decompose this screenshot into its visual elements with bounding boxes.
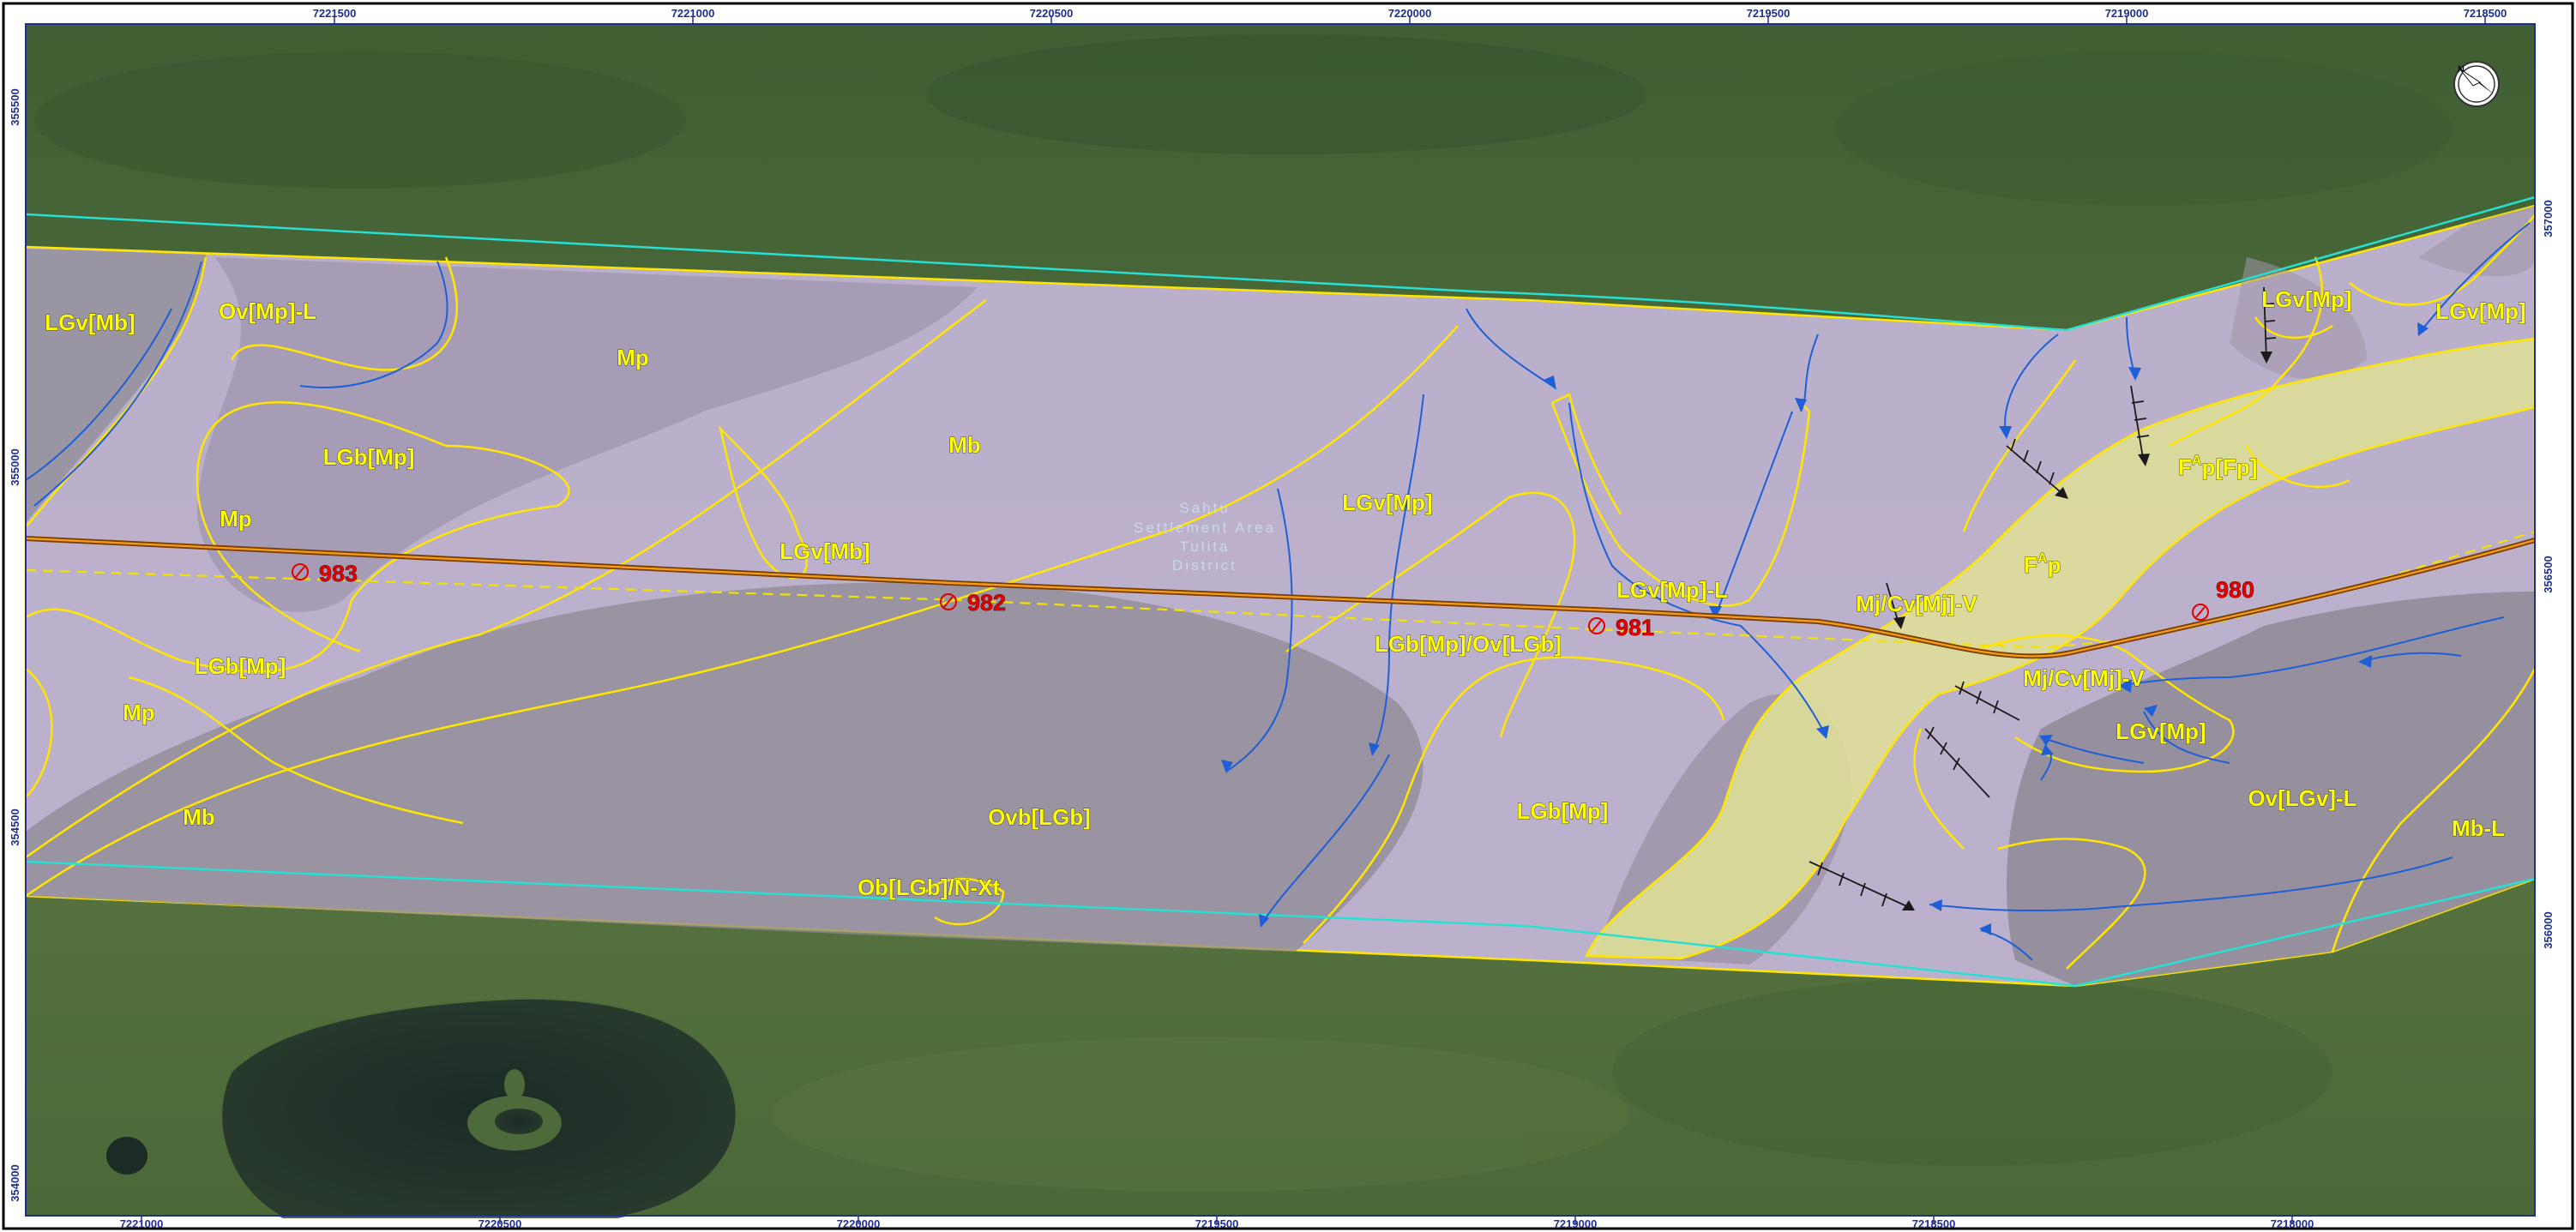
unit-label[interactable]: Mp xyxy=(617,345,649,371)
settlement-label-line: District xyxy=(1172,557,1237,574)
kilometre-post-icon xyxy=(2192,604,2209,621)
grid-labels-bottom: 7221000 7220500 7220000 7219500 7219000 … xyxy=(120,1217,2314,1230)
unit-label[interactable]: Mj/Cv[Mj]-V xyxy=(1856,591,1978,617)
kilometre-post-label: 981 xyxy=(1616,615,1654,640)
unit-label[interactable]: Ovb[LGb] xyxy=(988,804,1092,831)
pipeline xyxy=(25,536,2536,659)
unit-label[interactable]: Mp xyxy=(220,506,252,532)
grid-ticks-bottom xyxy=(141,1216,2293,1224)
kilometre-post-icon xyxy=(292,563,309,580)
grid-labels-right: 357000 356500 356000 xyxy=(2542,200,2555,948)
kilometre-post-label: 983 xyxy=(319,561,358,586)
grid-label: 356500 xyxy=(2542,556,2555,592)
centreline xyxy=(25,530,2536,649)
alluvial-fan xyxy=(1585,337,2537,960)
grid-label: 7218000 xyxy=(2271,1217,2314,1230)
grid-label: 357000 xyxy=(2542,200,2555,237)
unit-label[interactable]: Mb xyxy=(948,432,981,459)
small-pond xyxy=(106,1137,147,1175)
unit-label[interactable]: Ob[LGb]/N-Xt xyxy=(858,874,1001,901)
unit-label[interactable]: Mp xyxy=(123,700,155,726)
svg-text:N: N xyxy=(2458,64,2465,75)
settlement-label-line: Sahtu xyxy=(1179,500,1230,516)
grid-label: 7220500 xyxy=(478,1217,522,1230)
unit-label[interactable]: LGv[Mb] xyxy=(779,538,870,565)
settlement-label-line: Tulita xyxy=(1180,538,1231,555)
grid-label: 355500 xyxy=(9,88,21,125)
grid-label: 7218500 xyxy=(1912,1217,1956,1230)
kilometre-post-980[interactable]: 980 xyxy=(2192,577,2254,621)
unit-label[interactable]: LGv[Mp] xyxy=(1342,490,1433,516)
grid-label: 354000 xyxy=(9,1164,21,1201)
grid-label: 7220500 xyxy=(1030,7,1074,20)
corridor-limit-lines xyxy=(25,195,2536,988)
unit-label[interactable]: Mb-L xyxy=(2452,815,2506,842)
grid-label: 7220000 xyxy=(837,1217,881,1230)
kilometre-post-icon xyxy=(940,593,957,610)
north-arrow-icon: N xyxy=(2453,61,2500,107)
kilometre-posts[interactable]: 983 982 981 980 xyxy=(292,561,2254,640)
fan-unit-label[interactable]: FAp[Fp] xyxy=(2178,454,2258,481)
unit-label[interactable]: LGb[Mp] xyxy=(1516,798,1609,825)
grid-label: 7219500 xyxy=(1747,7,1791,20)
kilometre-post-label: 980 xyxy=(2216,577,2254,603)
grid-label: 7220000 xyxy=(1388,7,1432,20)
unit-label[interactable]: Mb xyxy=(183,804,215,831)
scarp-hatch-icon xyxy=(1809,286,2277,910)
lake-island xyxy=(495,1109,543,1134)
grid-labels-top: 7221500 7221000 7220500 7220000 7219500 … xyxy=(313,7,2507,20)
unit-label[interactable]: LGb[Mp]/Ov[LGb] xyxy=(1375,631,1562,658)
unit-label[interactable]: LGv[Mb] xyxy=(45,310,135,336)
scarp-arrowheads xyxy=(1893,352,2272,910)
kilometre-post-label: 982 xyxy=(967,590,1006,616)
grid-label: 7219500 xyxy=(1195,1217,1239,1230)
grid-label: 7218500 xyxy=(2464,7,2507,20)
settlement-label: Sahtu Settlement Area Tulita District xyxy=(1134,500,1276,574)
grid-label: 7221000 xyxy=(120,1217,164,1230)
map-frame xyxy=(25,23,2536,1217)
unit-label[interactable]: LGv[Mp] xyxy=(2261,286,2352,313)
fan-unit-label[interactable]: FAp xyxy=(2024,551,2061,579)
grid-label: 7221000 xyxy=(671,7,715,20)
unit-label[interactable]: LGb[Mp] xyxy=(194,653,286,680)
streams xyxy=(25,222,2531,961)
unit-label[interactable]: LGv[Mp]-L xyxy=(1616,577,1729,604)
grid-labels-left: 355500 355000 354500 354000 xyxy=(9,88,21,1201)
flow-arrow-icon xyxy=(1221,322,2429,935)
grid-label: 354500 xyxy=(9,808,21,845)
unit-label[interactable]: LGb[Mp] xyxy=(322,444,415,471)
grid-label: 356000 xyxy=(2542,911,2555,948)
unit-label[interactable]: Ov[Mp]-L xyxy=(219,298,317,325)
unit-label[interactable]: LGv[Mp] xyxy=(2116,718,2206,745)
grid-label: 7219000 xyxy=(1554,1217,1598,1230)
terrain-unit-labels: LGv[Mb] Ov[Mp]-L Mp LGb[Mp] Mp Mb LGv[Mb… xyxy=(45,286,2526,901)
unit-label[interactable]: LGv[Mp] xyxy=(2435,298,2526,325)
kilometre-post-982[interactable]: 982 xyxy=(940,590,1006,616)
kilometre-post-981[interactable]: 981 xyxy=(1588,615,1654,640)
lake-island xyxy=(504,1069,525,1100)
unit-label[interactable]: Mj/Cv[Mj]-V xyxy=(2023,665,2146,692)
unit-label[interactable]: Ov[LGv]-L xyxy=(2248,785,2357,812)
grid-label: 7221500 xyxy=(313,7,357,20)
kilometre-post-983[interactable]: 983 xyxy=(292,561,358,586)
vegetation-patches xyxy=(34,34,2453,1192)
grid-label: 7219000 xyxy=(2105,7,2149,20)
grid-ticks-top xyxy=(334,15,2486,24)
kilometre-post-icon xyxy=(1588,617,1605,634)
settlement-label-line: Settlement Area xyxy=(1134,520,1276,536)
grid-label: 355000 xyxy=(9,448,21,485)
